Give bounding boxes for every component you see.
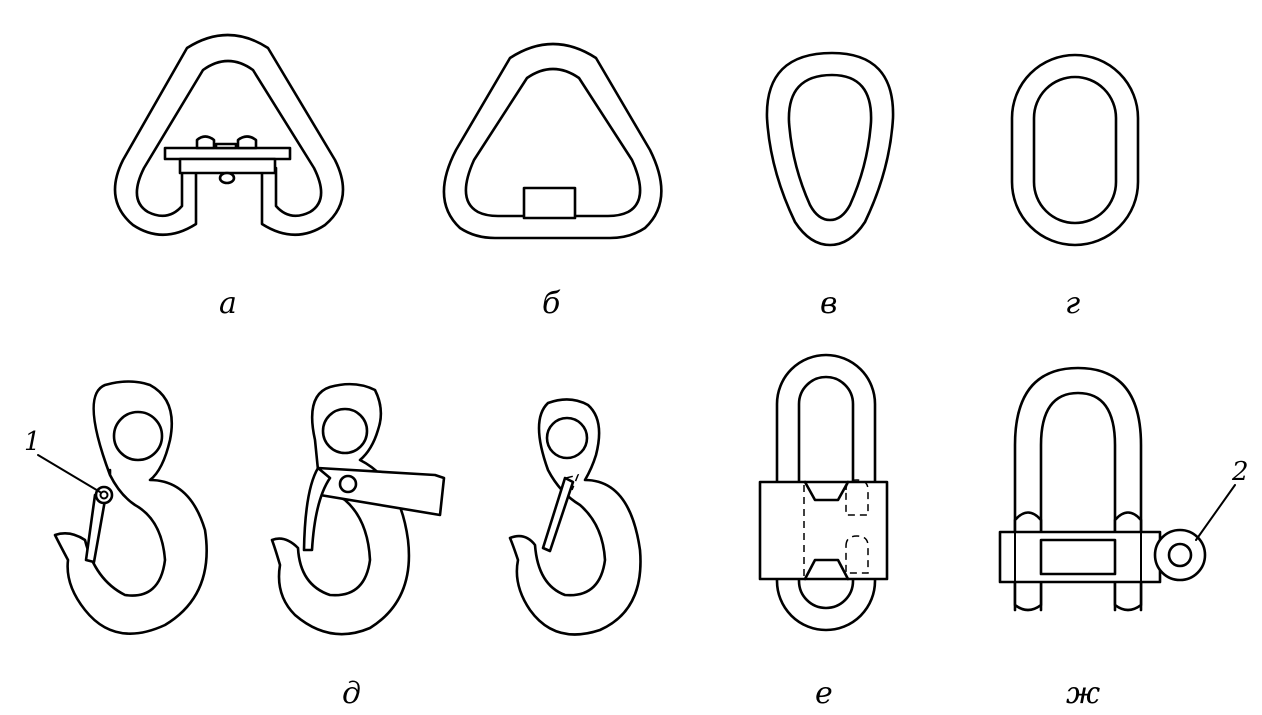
hook-with-swing-latch <box>508 398 642 636</box>
triangle-link-with-sleeve <box>442 42 663 240</box>
callout-1-leader <box>37 454 101 493</box>
label-b: б <box>542 286 561 321</box>
label-e: е <box>815 676 833 711</box>
hook-with-lever-latch <box>270 382 446 636</box>
oval-link <box>1010 53 1140 247</box>
hook-with-spring-latch <box>53 380 208 635</box>
label-a: а <box>219 286 237 321</box>
connecting-link <box>758 353 889 632</box>
callout-number-1: 1 <box>24 427 41 457</box>
label-zh: ж <box>1066 676 1100 711</box>
label-v: в <box>820 286 837 321</box>
pear-shaped-link <box>765 51 895 247</box>
d-shackle <box>998 366 1207 612</box>
triangle-link-with-clamp <box>113 33 345 236</box>
label-g: г <box>1065 286 1080 321</box>
label-d: д <box>342 676 361 711</box>
callout-2-leader <box>1195 484 1236 541</box>
callout-number-2: 2 <box>1231 457 1249 487</box>
